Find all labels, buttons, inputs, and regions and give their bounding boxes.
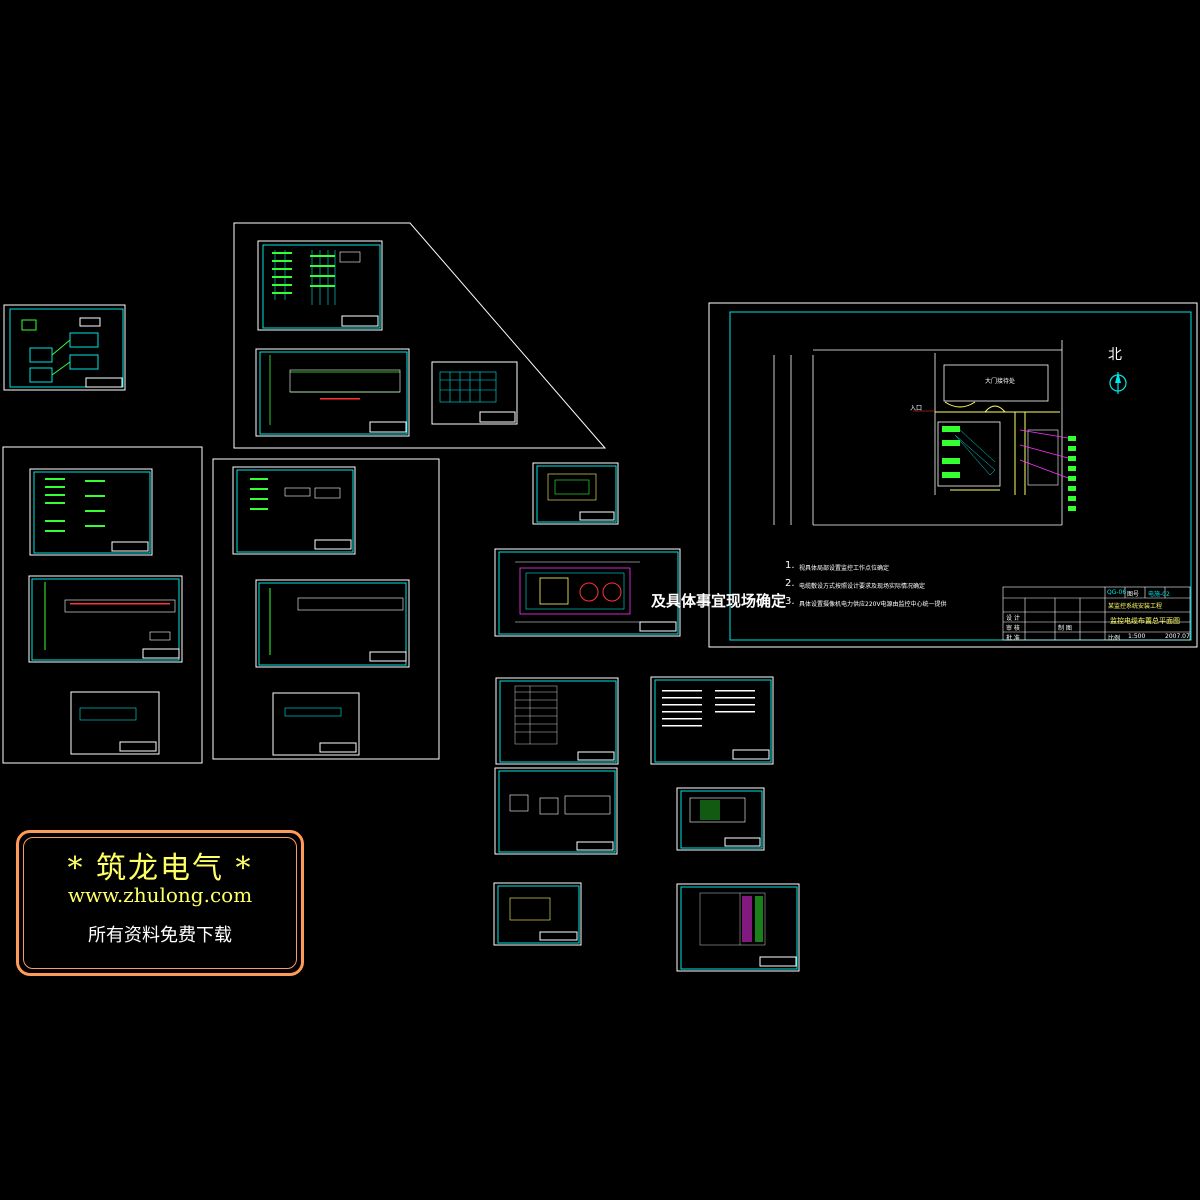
sheet-center-small [532,462,619,525]
zhulong-logo: * 筑龙电气 * www.zhulong.com 所有资料免费下载 [16,830,304,976]
sheet-left-a [29,468,153,556]
group-frame-top [233,222,607,449]
tb-drawing-title: 监控电缆布置总平面图 [1110,617,1180,625]
north-label: 北 [1108,347,1122,363]
tb-scale: 1:500 [1128,633,1146,640]
tb-drawer: 制 图 [1058,625,1072,632]
building-label: 大门接待处 [985,378,1016,385]
sheet-site-plan [708,302,1198,648]
tb-designer: 设 计 [1006,615,1020,622]
tb-date: 2007.07 [1165,633,1190,640]
group-frame-left [2,446,203,764]
sheet-table-6 [676,883,800,972]
note-1-number: 1. [785,560,795,571]
note-2-number: 2. [785,578,795,589]
note-2-text: 电缆敷设方式按照设计要求及现场实际情况确定 [799,583,926,590]
tb-sheet-no: 电施-02 [1148,591,1170,598]
logo-title: * 筑龙电气 * [67,851,253,886]
sheet-mid-c [272,692,360,756]
tb-sheet-label: 图号 [1127,591,1140,598]
sheet-topleft [3,304,126,391]
note-3-number: 3. [785,596,795,607]
entrance-label: 入口 [910,405,923,412]
logo-url: www.zhulong.com [67,883,253,907]
note-3-text: 具体设置摄像机电力供应220V电源由监控中心统一提供 [799,601,947,608]
sheet-floorplan [494,548,681,637]
sheet-table-2 [650,676,774,765]
floating-note: 及具体事宜现场确定 [651,592,787,610]
sheet-top-b [255,348,410,437]
note-1-text: 视具体局部设置监控工作点位确定 [799,565,890,572]
tb-scale-label: 比例 [1108,635,1121,642]
sheet-mid-b [255,579,410,668]
group-frame-middle [212,458,440,760]
sheet-table-4 [676,787,765,851]
sheet-left-b [28,575,183,663]
tb-checker: 审 核 [1006,625,1020,632]
sheet-top-a [257,240,383,331]
sheet-table-1 [495,677,619,765]
tb-drawing-no: QG-06 [1107,589,1127,596]
tb-approver: 批 准 [1006,635,1020,642]
sheet-left-c [70,691,160,755]
sheet-table-3 [494,767,618,855]
sheet-table-5 [493,882,582,946]
logo-subtitle: 所有资料免费下载 [88,925,232,946]
sheet-top-c [431,361,518,425]
logo-inner-border [23,837,297,969]
sheet-mid-a [232,466,356,555]
tb-project: 某监控系统安装工程 [1108,603,1163,610]
